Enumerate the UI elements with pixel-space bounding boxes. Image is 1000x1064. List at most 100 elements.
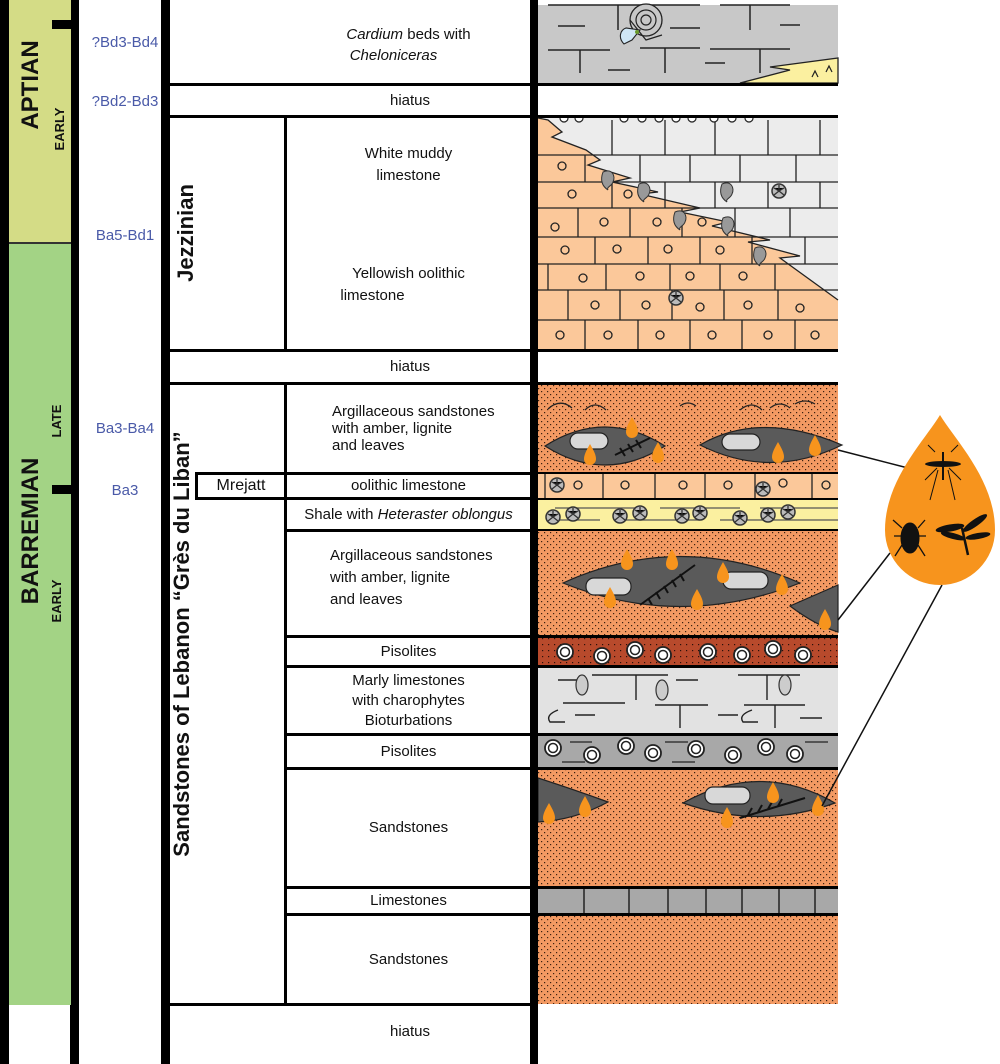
beetle-icon — [892, 519, 926, 557]
member-label-mrejatt: Mrejatt — [216, 477, 266, 494]
bed-boundary — [538, 472, 838, 474]
lithology-sandstones-upper — [538, 770, 838, 887]
bed-boundary — [538, 886, 838, 889]
bed-boundary — [538, 529, 838, 531]
genus-cheloniceras: Cheloniceras — [349, 47, 438, 64]
row-divider — [285, 635, 538, 638]
row-divider — [170, 115, 538, 118]
bed-boundary — [538, 498, 838, 500]
unit-label-line: limestone — [340, 287, 405, 304]
lithology-argillaceous-sandstone-lower — [538, 531, 839, 635]
row-divider — [285, 529, 538, 532]
stage-label-aptian: APTIAN — [17, 40, 44, 130]
bed-boundary — [538, 665, 838, 668]
unit-label-yellowish-oolithic-limestone: Yellowish oolithic limestone — [287, 260, 530, 310]
row-divider — [196, 497, 538, 500]
lithology-column — [538, 3, 995, 1004]
unit-label-oolithic-limestone: oolithic limestone — [350, 477, 467, 494]
stage-label-barremian: BARREMIAN — [17, 457, 44, 605]
zone-label: ?Bd2-Bd3 — [91, 93, 159, 110]
unit-label-line: Cheloniceras — [350, 45, 438, 66]
unit-label-line: Cardium beds with — [346, 24, 470, 45]
unit-label-shale-heteraster: Shale with Heteraster oblongus — [287, 500, 530, 529]
row-divider — [285, 665, 538, 668]
lithology-shale-heteraster — [538, 500, 838, 529]
zone-label: Ba3 — [111, 482, 139, 499]
unit-label-hiatus: hiatus — [389, 1023, 431, 1040]
echinoid-icon — [668, 290, 684, 306]
lithology-pisolites-red — [538, 638, 838, 666]
unit-label-argillaceous-sandstones: Argillaceous sandstones with amber, lign… — [332, 403, 530, 463]
stage-column-left-border — [0, 0, 9, 1064]
bed-boundary — [538, 83, 838, 86]
unit-label-marly-limestones: Marly limestones with charophytes Biotur… — [287, 668, 530, 733]
stage-column-right-border — [70, 0, 79, 1064]
bed-boundary — [538, 635, 838, 638]
unit-label-line: with charophytes — [352, 691, 465, 709]
lithology-marly-limestone — [538, 668, 838, 733]
unit-label-line: with amber, lignite — [332, 420, 453, 437]
row-divider — [285, 733, 538, 736]
unit-label-limestones: Limestones — [370, 892, 447, 909]
lithology-sandstones-lower — [538, 916, 838, 1004]
row-divider — [285, 913, 538, 916]
row-divider — [285, 767, 538, 770]
zone-label: Ba5-Bd1 — [95, 227, 155, 244]
unit-label-line: Marly limestones — [352, 671, 465, 689]
bed-boundary — [538, 767, 838, 770]
formation-label-jezzinian: Jezzinian — [173, 184, 198, 282]
unit-label-text: beds with — [403, 26, 471, 43]
dragonfly-icon — [935, 514, 991, 556]
unit-label-pisolites: Pisolites — [380, 642, 437, 660]
unit-label-white-muddy-limestone: White muddy limestone — [287, 140, 530, 190]
unit-label-line: White muddy — [364, 145, 453, 162]
unit-label-line: with amber, lignite — [330, 569, 451, 586]
amber-connector-lines — [821, 449, 943, 807]
amber-drop-inset — [885, 415, 995, 585]
lithology-pisolites-grey — [538, 736, 838, 767]
genus-cardium: Cardium — [346, 26, 404, 43]
unit-label-line: Argillaceous sandstones — [330, 547, 493, 564]
bed-boundary — [538, 349, 838, 352]
substage-label-barremian-early: EARLY — [49, 579, 64, 623]
lithology-cardium-beds — [538, 3, 839, 84]
unit-label-line: Argillaceous sandstones — [332, 403, 495, 420]
stage-boundary-line — [9, 242, 71, 244]
table-left-border — [161, 0, 170, 1064]
substage-label-aptian-early: EARLY — [52, 107, 67, 151]
echinoid-icon — [771, 183, 787, 199]
lithology-oolithic-limestone-mrejatt — [538, 474, 838, 498]
formation-divider — [284, 117, 287, 350]
unit-label-cardium-beds: Cardium beds with Cheloniceras — [287, 20, 530, 70]
unit-label-pisolites: Pisolites — [380, 742, 437, 760]
row-divider — [170, 1003, 538, 1006]
formation-divider — [284, 384, 287, 1004]
zone-label: Ba3-Ba4 — [95, 420, 155, 437]
unit-label-line: and leaves — [330, 591, 403, 608]
unit-label-line: Bioturbations — [364, 711, 453, 729]
unit-label-hiatus: hiatus — [389, 91, 431, 109]
boundary-tick-aptian — [52, 20, 72, 29]
bed-boundary — [538, 115, 838, 118]
bed-boundary — [538, 913, 838, 916]
row-divider — [285, 886, 538, 889]
lithology-jezzinian — [538, 117, 839, 350]
row-divider — [170, 83, 538, 86]
formation-label-gres-du-liban: Sandstones of Lebanon “Grès du Liban” — [169, 431, 194, 857]
unit-label-line: limestone — [376, 167, 441, 184]
unit-label-sandstones: Sandstones — [368, 819, 449, 836]
row-divider — [170, 349, 538, 352]
unit-label-line: Yellowish oolithic — [352, 265, 465, 282]
substage-label-barremian-late: LATE — [49, 404, 64, 438]
table-right-border — [530, 0, 538, 1064]
stage-aptian — [9, 0, 71, 243]
unit-label-sandstones: Sandstones — [368, 950, 449, 968]
unit-label-text: Shale with — [304, 505, 378, 523]
mosquito-icon — [924, 444, 962, 501]
bed-boundary — [538, 733, 838, 736]
species-heteraster-oblongus: Heteraster oblongus — [377, 505, 513, 523]
lithology-argillaceous-sandstone-upper — [538, 385, 844, 473]
boundary-tick-barremian — [52, 485, 72, 494]
bed-boundary — [538, 382, 838, 385]
unit-label-line: and leaves — [332, 437, 405, 454]
